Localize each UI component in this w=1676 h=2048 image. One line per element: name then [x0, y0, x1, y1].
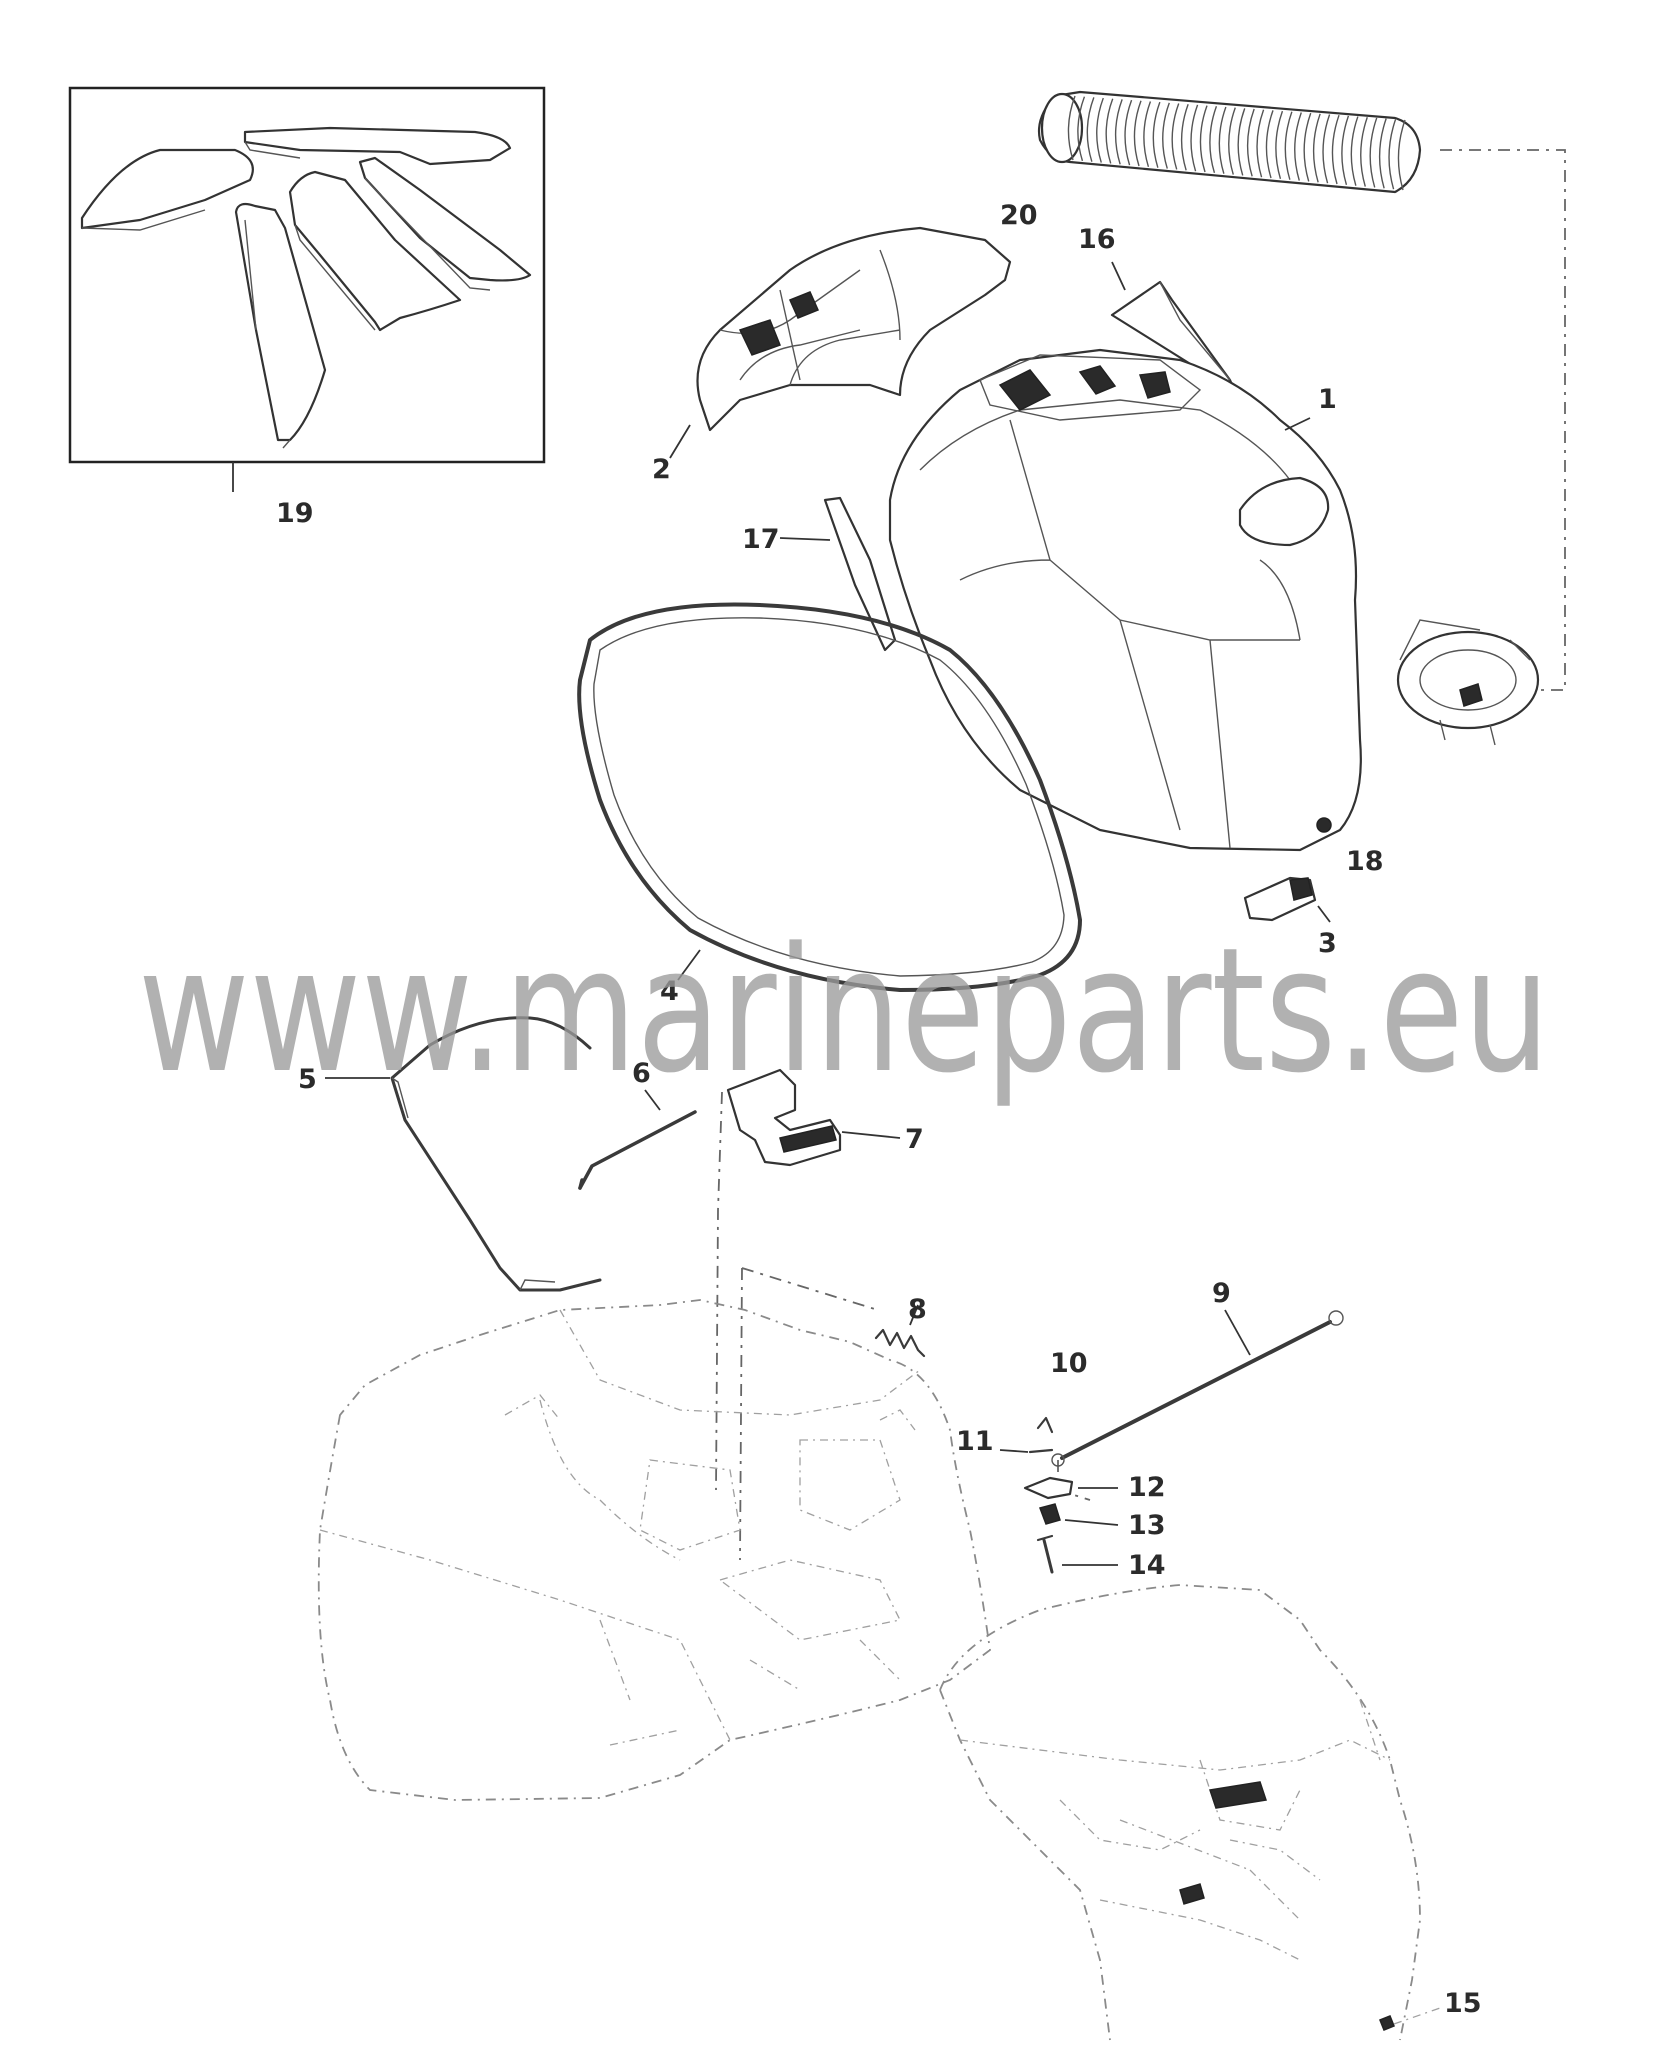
watermark-text: www.marineparts.eu [138, 910, 1550, 1111]
callout-18: 18 [1346, 846, 1384, 877]
callout-16: 16 [1078, 224, 1116, 255]
callout-20: 20 [1000, 200, 1038, 231]
callout-14: 14 [1128, 1550, 1166, 1581]
inset-box-19 [68, 86, 546, 492]
cowl-seal-4 [577, 602, 1082, 992]
callout-10: 10 [1050, 1348, 1088, 1379]
callout-1: 1 [1318, 384, 1337, 415]
callout-5: 5 [298, 1064, 317, 1095]
bracket-12 [1023, 1476, 1118, 1500]
bolt-14 [1036, 1534, 1118, 1574]
callout-19: 19 [276, 498, 314, 529]
spring-8 [874, 1304, 926, 1358]
latch-3 [1243, 876, 1331, 923]
clip-10 [1036, 1416, 1054, 1434]
callout-3: 3 [1318, 928, 1337, 959]
rear-air-inlet [1396, 619, 1540, 746]
trim-strip-17 [779, 496, 897, 652]
callout-4: 4 [660, 976, 679, 1007]
callout-15: 15 [1444, 1988, 1482, 2019]
callout-12: 12 [1128, 1472, 1166, 1503]
hose-20 [1037, 90, 1422, 194]
rod-5 [325, 1016, 602, 1292]
callout-labels: 1 2 3 4 5 6 7 8 9 10 11 12 13 14 15 16 1… [276, 200, 1482, 2019]
callout-17: 17 [742, 524, 780, 555]
callout-11: 11 [956, 1426, 994, 1457]
screw-18 [1316, 817, 1332, 833]
latch-bracket-7 [726, 1068, 901, 1167]
callout-6: 6 [632, 1058, 651, 1089]
top-cowl-1 [888, 348, 1362, 852]
callout-7: 7 [905, 1124, 924, 1155]
hose-routing-line [1440, 149, 1566, 691]
callout-13: 13 [1128, 1510, 1166, 1541]
lower-cowl-ghost-right [939, 1584, 1421, 2041]
lower-cowl-ghost-left [317, 1299, 991, 1801]
washer-11 [999, 1448, 1054, 1454]
pin-6 [578, 1089, 697, 1190]
callout-2: 2 [652, 454, 671, 485]
nut-13 [1039, 1503, 1119, 1526]
callout-8: 8 [908, 1294, 927, 1325]
callout-9: 9 [1212, 1278, 1231, 1309]
screw-15 [1379, 2007, 1441, 2031]
cowl-top-cover-2 [669, 226, 1012, 459]
rod-9 [1051, 1309, 1344, 1467]
